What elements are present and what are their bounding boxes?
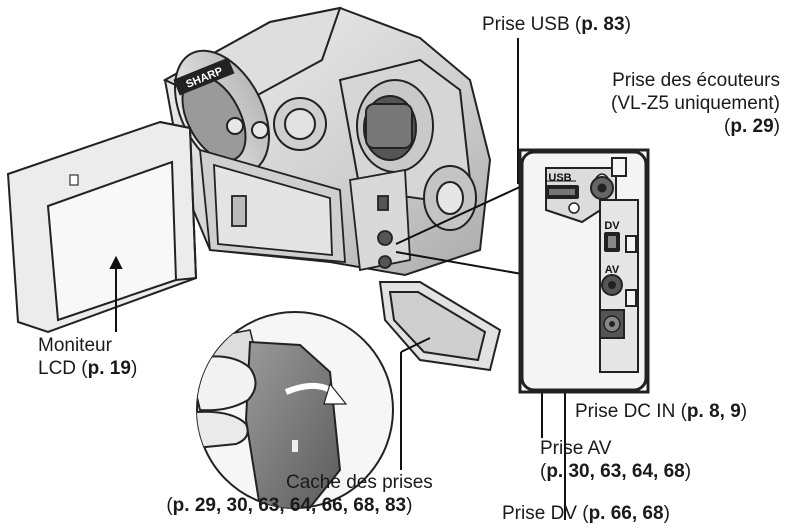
dv-jack-label: DV [604,220,620,232]
lcd-monitor [6,120,198,334]
lcd-monitor-callout: Moniteur LCD (p. 19) [38,335,138,379]
body-jack-panel [349,168,411,272]
jack-cover [378,281,502,372]
av-jack: AV [601,264,623,296]
av-jack-label: AV [605,264,620,276]
av-jack-callout: Prise AV (p. 30, 63, 64, 68) [540,438,692,482]
dc-in-jack [599,309,625,339]
dc-in-jack-callout: Prise DC IN (p. 8, 9) [575,401,748,422]
jack-inset-panel [518,148,650,394]
dv-jack: DV [604,220,620,252]
usb-jack-callout: Prise USB (p. 83) [482,14,631,35]
dv-jack-callout: Prise DV (p. 66, 68) [502,503,670,524]
battery-compartment [198,148,346,263]
usb-jack-label: USB [548,172,571,184]
headphone-jack [568,173,614,214]
cover-closeup [196,311,394,509]
usb-jack: USB [545,172,579,199]
jack-cover-callout: Cache des prises (p. 29, 30, 63, 64, 66,… [166,472,433,516]
headphone-jack-callout: Prise des écouteurs (VL-Z5 uniquement) (… [611,70,780,137]
